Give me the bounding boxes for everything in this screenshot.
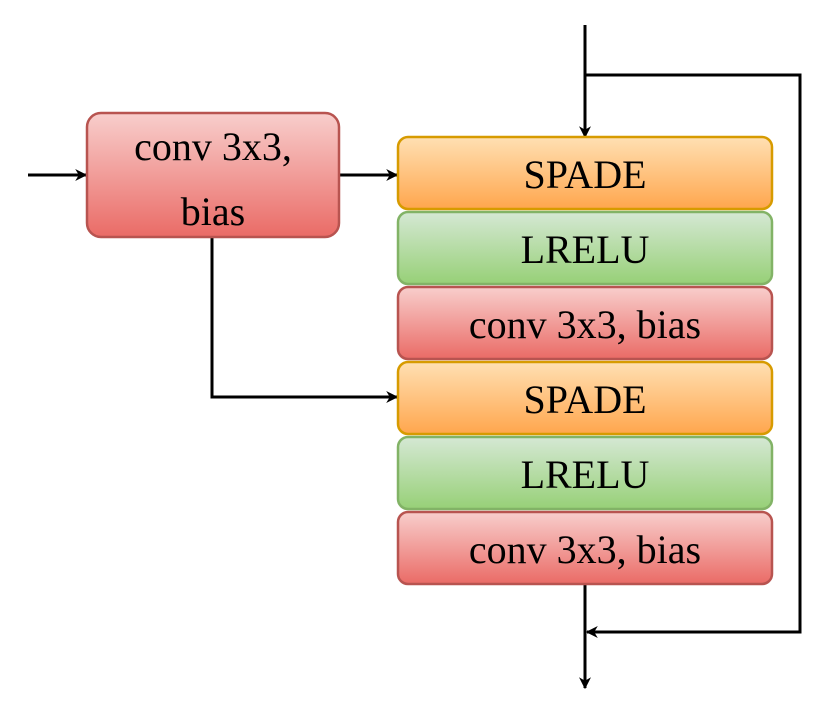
conv-block-1: conv 3x3, bias xyxy=(396,285,774,361)
spade-block-2: SPADE xyxy=(396,360,774,436)
input-conv-block: conv 3x3, bias xyxy=(85,111,341,239)
input-conv-label-line1: conv 3x3, xyxy=(134,124,292,169)
skip-connection-arrow xyxy=(585,73,802,638)
lrelu-block-1: LRELU xyxy=(396,210,774,286)
spade-label-2: SPADE xyxy=(523,377,646,422)
conv-to-spade2-arrow xyxy=(210,238,399,403)
lrelu-block-2: LRELU xyxy=(396,435,774,511)
input-conv-label-line2: bias xyxy=(181,189,245,234)
conv-label-1: conv 3x3, bias xyxy=(469,302,701,347)
conv-label-2: conv 3x3, bias xyxy=(469,527,701,572)
lrelu-label-1: LRELU xyxy=(521,227,650,272)
connectors xyxy=(28,25,802,690)
conv-block-2: conv 3x3, bias xyxy=(396,510,774,586)
spade-label-1: SPADE xyxy=(523,152,646,197)
spade-block-1: SPADE xyxy=(396,135,774,211)
lrelu-label-2: LRELU xyxy=(521,452,650,497)
